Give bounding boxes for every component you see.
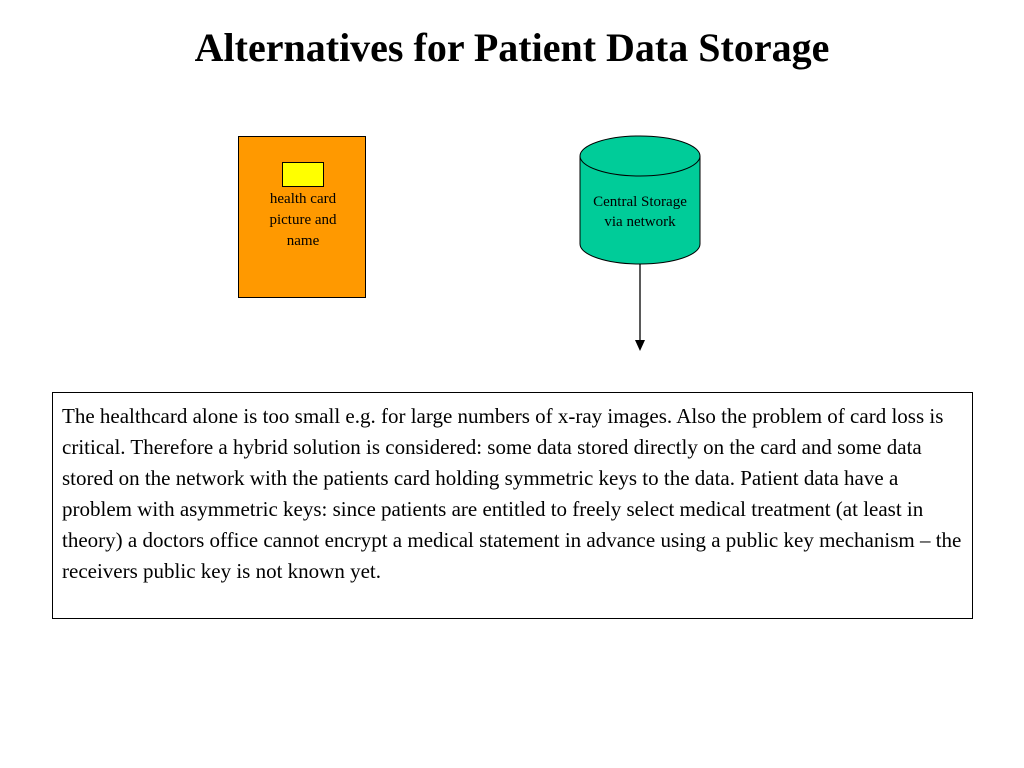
health-card-shape: health card picture and name <box>238 136 366 298</box>
central-storage-label: Central Storage via network <box>593 194 687 230</box>
health-card-label: health card picture and name <box>269 191 337 249</box>
central-storage-cylinder <box>579 135 701 265</box>
description-text: The healthcard alone is too small e.g. f… <box>62 404 962 583</box>
storage-arrow-head <box>635 340 645 351</box>
cylinder-top <box>579 135 701 177</box>
description-box: The healthcard alone is too small e.g. f… <box>52 392 973 619</box>
slide-title: Alternatives for Patient Data Storage <box>194 25 830 70</box>
health-card-chip <box>282 162 324 187</box>
